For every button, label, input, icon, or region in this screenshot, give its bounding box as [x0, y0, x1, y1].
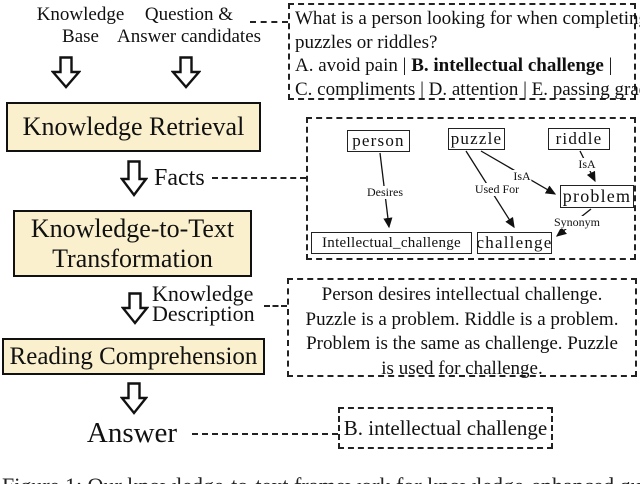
knowledge-description-box: Person desires intellectual challenge. P… [287, 278, 637, 379]
edge-label-synonym: Synonym [552, 215, 602, 229]
answer-box: B. intellectual challenge [338, 407, 553, 449]
description-line2: Puzzle is a problem. Riddle is a problem… [305, 308, 619, 330]
down-arrow-icon [121, 292, 149, 325]
edge-label-isa-puzzle: IsA [512, 169, 532, 183]
k2t-line1: Knowledge-to-Text [30, 213, 235, 243]
knowledge-desc-line2: Description [152, 301, 255, 326]
description-line1: Person desires intellectual challenge. [321, 284, 603, 305]
knowledge-desc-line1: Knowledge [152, 281, 254, 306]
connector-answer [192, 433, 338, 435]
facts-label: Facts [154, 165, 205, 191]
graph-node-riddle: riddle [548, 128, 610, 150]
question-box-line3: A. avoid pain | B. intellectual challeng… [295, 55, 613, 76]
edge-label-used-for: Used For [473, 182, 521, 196]
answer-box-text: B. intellectual challenge [343, 415, 548, 440]
connector-description [264, 305, 287, 307]
connector-facts [212, 177, 306, 179]
figure-caption: Figure 1: Our knowledge-to-text framewor… [2, 475, 640, 484]
graph-node-puzzle: puzzle [448, 128, 505, 150]
question-line2: Answer candidates [116, 26, 262, 47]
down-arrow-icon [120, 160, 148, 197]
knowledge-base-line1: Knowledge [36, 4, 125, 25]
knowledge-retrieval-box: Knowledge Retrieval [6, 102, 261, 152]
graph-node-person: person [347, 130, 410, 152]
description-line4: is used for challenge. [381, 357, 543, 379]
graph-node-problem: problem [560, 185, 634, 208]
knowledge-to-text-box: Knowledge-to-Text Transformation [13, 210, 252, 277]
down-arrow-icon [120, 382, 148, 415]
edge-label-desires: Desires [366, 185, 404, 199]
question-box-line4: C. compliments | D. attention | E. passi… [295, 78, 640, 100]
question-box: What is a person looking for when comple… [288, 3, 640, 100]
edge-label-isa-riddle: IsA [577, 157, 597, 171]
k2t-line2: Transformation [52, 243, 213, 273]
reading-comprehension-label: Reading Comprehension [9, 342, 258, 370]
question-candidates-label: Question & Answer candidates [110, 4, 268, 48]
question-line1: Question & [144, 4, 234, 25]
down-arrow-icon [51, 56, 81, 89]
graph-node-intellectual-challenge: Intellectual_challenge [311, 232, 472, 254]
knowledge-base-label: Knowledge Base [28, 4, 133, 48]
question-box-line1: What is a person looking for when comple… [295, 8, 640, 29]
knowledge-base-line2: Base [62, 26, 99, 47]
knowledge-retrieval-label: Knowledge Retrieval [22, 112, 245, 141]
correct-option-bold: B. intellectual challenge [411, 55, 604, 76]
graph-node-challenge: challenge [476, 232, 553, 254]
answer-label: Answer [86, 417, 178, 449]
knowledge-description-label: Knowledge Description [152, 281, 255, 326]
connector-question [250, 21, 288, 23]
down-arrow-icon [171, 56, 201, 89]
question-box-line2: puzzles or riddles? [295, 31, 438, 53]
description-line3: Problem is the same as challenge. Puzzle [306, 333, 618, 354]
reading-comprehension-box: Reading Comprehension [2, 338, 265, 375]
